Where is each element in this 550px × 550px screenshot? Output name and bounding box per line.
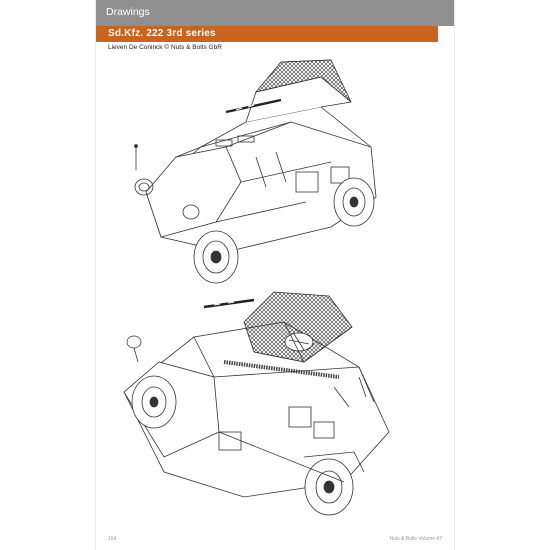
- section-title: Drawings: [106, 6, 150, 18]
- vehicle-line-art: [134, 59, 377, 284]
- vehicle-line-art: [123, 291, 390, 516]
- drawing-title: Sd.Kfz. 222 3rd series: [108, 28, 216, 39]
- book-page: Drawings Sd.Kfz. 222 3rd series Lieven D…: [96, 0, 454, 550]
- drawing-credit: Lieven De Coninck © Nuts & Bolts GbR: [108, 44, 222, 51]
- vehicle-drawing-front-right: [104, 282, 404, 532]
- vehicle-drawing-front-left: [106, 52, 406, 292]
- page-number: 164: [108, 536, 117, 542]
- book-title-footer: Nuts & Bolts Volume 47: [389, 536, 442, 542]
- drawing-title-band: Sd.Kfz. 222 3rd series: [96, 26, 438, 42]
- section-header-bar: Drawings: [96, 0, 454, 26]
